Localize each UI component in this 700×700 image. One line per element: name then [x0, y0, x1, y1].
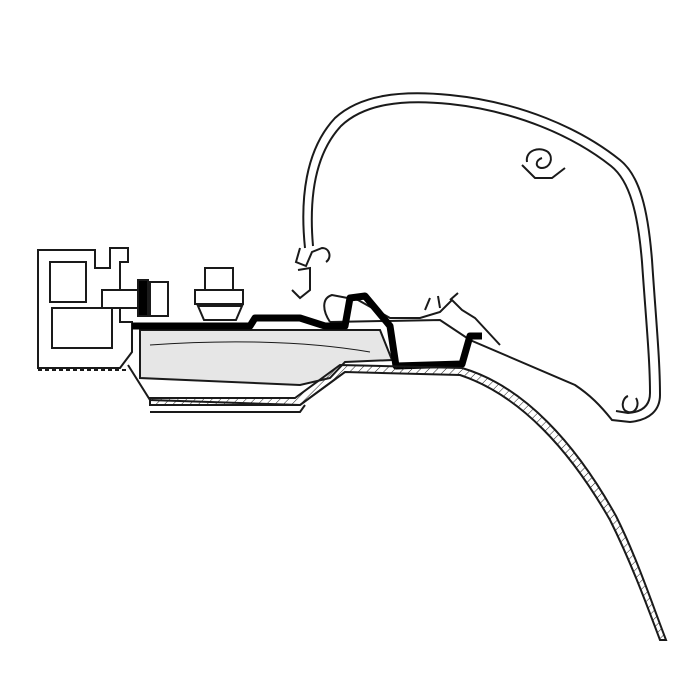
awning-rail-profile	[323, 292, 501, 346]
wall-extrusion	[37, 247, 133, 371]
vehicle-roof	[149, 363, 668, 641]
adapter-bracket	[132, 292, 482, 370]
bolt-assembly	[101, 267, 244, 321]
awning-casing-profile	[291, 92, 662, 424]
